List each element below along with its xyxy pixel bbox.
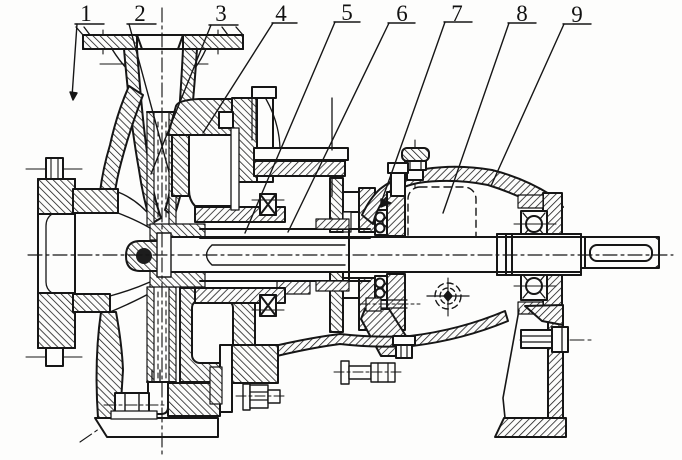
svg-text:5: 5 xyxy=(341,0,353,25)
svg-text:2: 2 xyxy=(134,1,146,26)
svg-text:1: 1 xyxy=(80,1,92,26)
svg-text:8: 8 xyxy=(516,1,528,26)
svg-text:4: 4 xyxy=(275,1,287,26)
svg-text:7: 7 xyxy=(451,1,463,26)
svg-text:9: 9 xyxy=(571,2,583,27)
svg-text:3: 3 xyxy=(215,1,227,26)
svg-text:6: 6 xyxy=(396,1,408,26)
